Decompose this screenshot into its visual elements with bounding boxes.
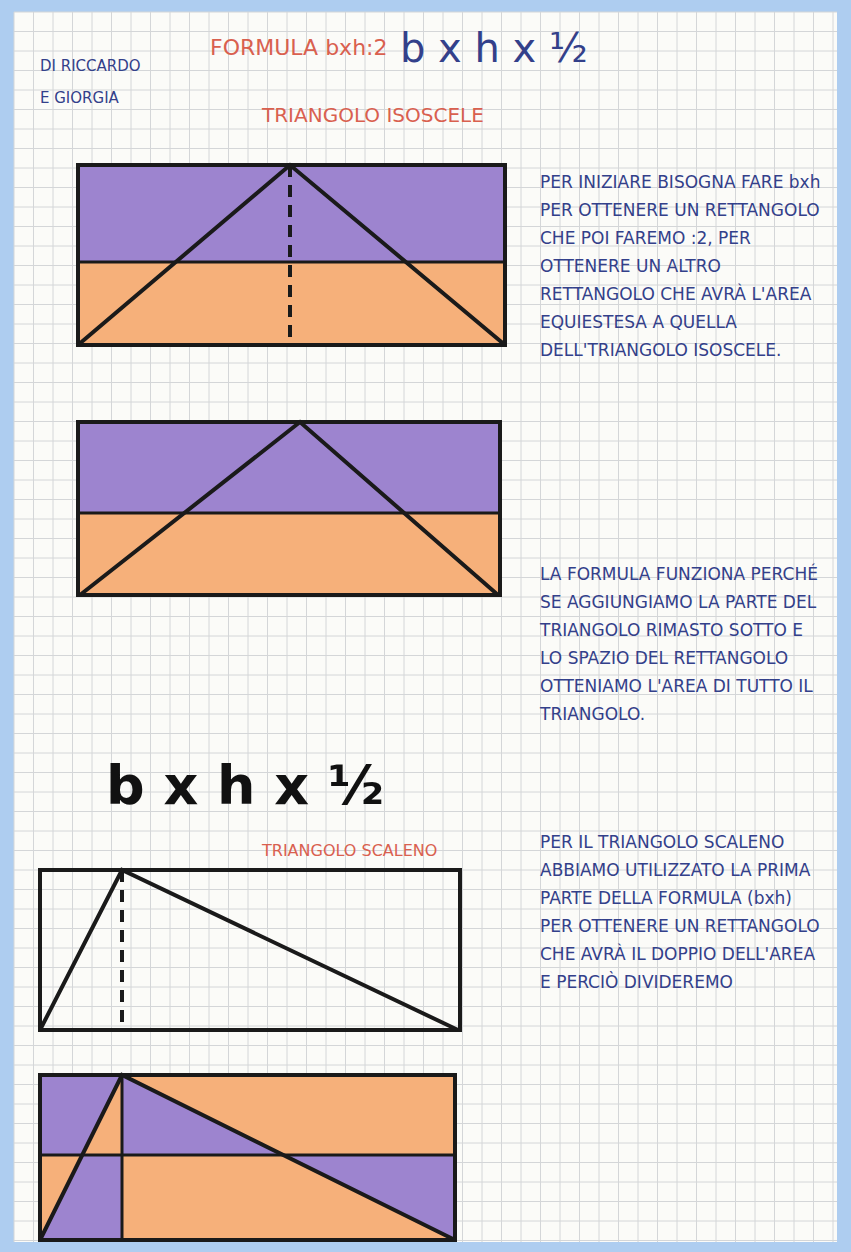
grid-line (14, 402, 837, 403)
grid-line (14, 831, 837, 832)
isosceles-figure-1 (78, 165, 505, 345)
grid-lines (14, 12, 837, 1242)
scalene-figure-2 (40, 1075, 455, 1240)
grid-line (14, 733, 837, 734)
grid-line (14, 1026, 837, 1027)
explanation-text: LA FORMULA FUNZIONA PERCHÉ SE AGGIUNGIAM… (540, 560, 825, 728)
formula-text: b x h x ½ (400, 26, 588, 70)
grid-line (14, 363, 837, 364)
figure-heading: TRIANGOLO SCALENO (262, 842, 437, 860)
grid-line (14, 753, 837, 754)
grid-line (14, 1065, 837, 1066)
formula-heading: FORMULA bxh:2 (210, 36, 387, 60)
grid-line (14, 382, 837, 383)
formula-overlay: b x h x ½ (106, 756, 384, 815)
paper-sheet (14, 12, 837, 1242)
grid-line (33, 12, 34, 1242)
grid-line (53, 12, 54, 1242)
isosceles-figure-2 (78, 422, 500, 595)
grid-line (14, 129, 837, 130)
author-name: E GIORGIA (40, 90, 119, 107)
grid-line (14, 1006, 837, 1007)
grid-line (14, 12, 15, 1242)
grid-line (14, 714, 837, 715)
grid-line (14, 675, 837, 676)
grid-line (72, 12, 73, 1242)
figure-heading: TRIANGOLO ISOSCELE (262, 104, 484, 126)
scalene-figure-1 (40, 870, 460, 1030)
grid-line (14, 616, 837, 617)
explanation-text: PER IL TRIANGOLO SCALENO ABBIAMO UTILIZZ… (540, 828, 825, 996)
grid-line (14, 90, 837, 91)
grid-line (14, 909, 837, 910)
explanation-text: PER INIZIARE BISOGNA FARE bxh PER OTTENE… (540, 168, 825, 364)
grid-line (14, 1045, 837, 1046)
grid-line (14, 967, 837, 968)
grid-line (521, 12, 522, 1242)
author-name: DI RICCARDO (40, 58, 141, 75)
grid-line (813, 12, 814, 1242)
grid-line (14, 12, 837, 13)
grid-line (833, 12, 834, 1242)
grid-line (14, 148, 837, 149)
